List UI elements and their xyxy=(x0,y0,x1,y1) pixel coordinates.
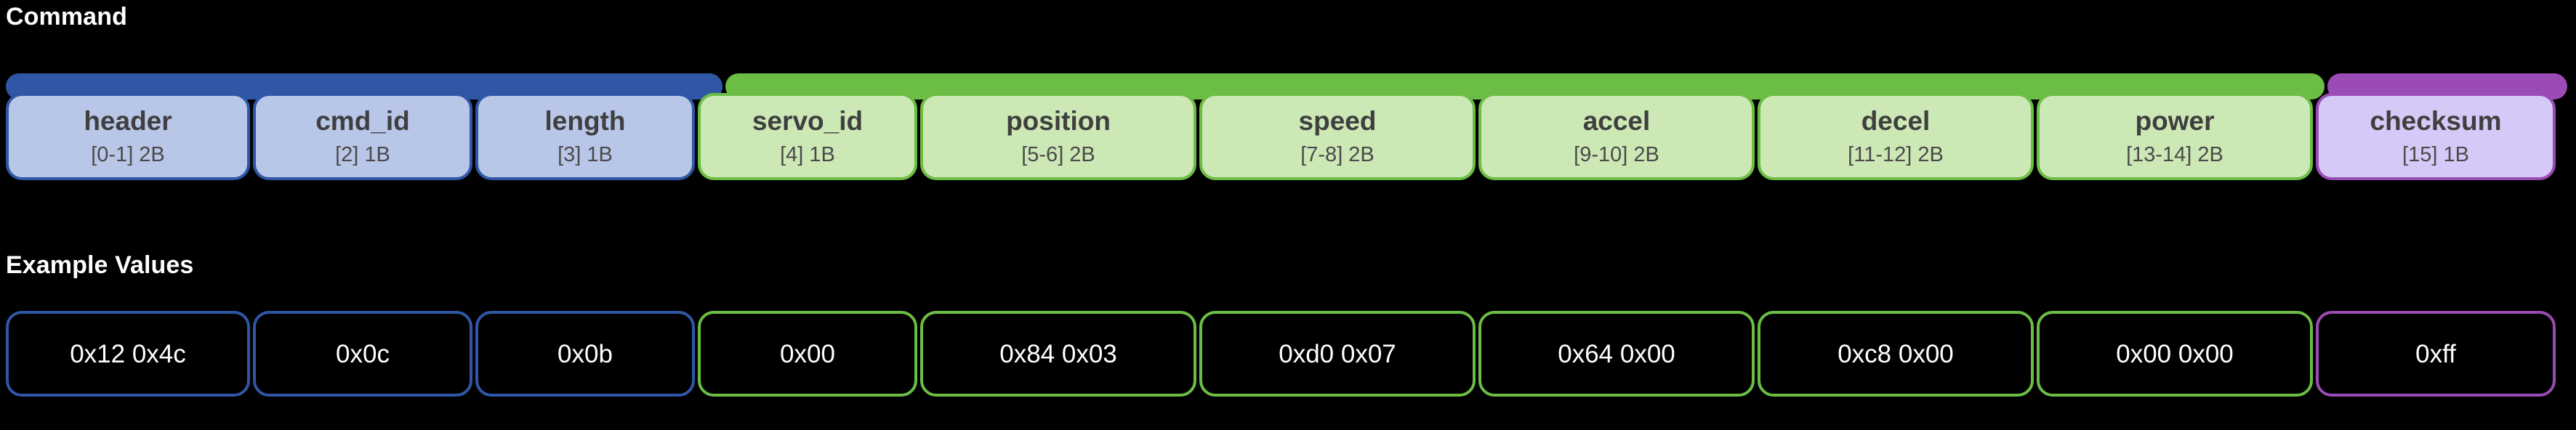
field-byte-range-label: [9-10] 2B xyxy=(1574,142,1659,166)
example-value-row: 0x12 0x4c 0x0c 0x0b 0x00 0x84 0x03 0xd0 0x07 0… xyxy=(6,311,2570,397)
field-byte-range-label: [13-14] 2B xyxy=(2126,142,2223,166)
field-name-label: cmd_id xyxy=(315,106,410,137)
value-text: 0xc8 0x00 xyxy=(1838,339,1954,368)
value-text: 0x00 0x00 xyxy=(2116,339,2234,368)
value-box-decel: 0xc8 0x00 xyxy=(1758,311,2034,397)
field-box-header: header [0-1] 2B xyxy=(6,93,250,180)
command-section-title: Command xyxy=(6,3,127,31)
field-byte-range-label: [4] 1B xyxy=(780,142,835,166)
field-box-cmd_id: cmd_id [2] 1B xyxy=(253,93,472,180)
value-box-servo_id: 0x00 xyxy=(698,311,917,397)
field-byte-range-label: [5-6] 2B xyxy=(1021,142,1095,166)
field-box-checksum: checksum [15] 1B xyxy=(2316,93,2556,180)
field-name-label: servo_id xyxy=(752,106,864,137)
value-text: 0xd0 0x07 xyxy=(1279,339,1396,368)
field-byte-range-label: [11-12] 2B xyxy=(1848,142,1944,166)
field-byte-range-label: [0-1] 2B xyxy=(91,142,165,166)
field-byte-range-label: [7-8] 2B xyxy=(1300,142,1374,166)
field-name-label: checksum xyxy=(2370,106,2502,137)
value-box-accel: 0x64 0x00 xyxy=(1478,311,1755,397)
field-name-label: power xyxy=(2135,106,2215,137)
value-box-header: 0x12 0x4c xyxy=(6,311,250,397)
field-name-label: position xyxy=(1006,106,1111,137)
field-name-label: speed xyxy=(1298,106,1377,137)
field-name-label: accel xyxy=(1582,106,1651,137)
value-text: 0x00 xyxy=(780,339,835,368)
field-byte-range-label: [2] 1B xyxy=(335,142,390,166)
value-box-speed: 0xd0 0x07 xyxy=(1199,311,1476,397)
example-values-section-title: Example Values xyxy=(6,251,194,279)
value-text: 0x0c xyxy=(336,339,390,368)
field-box-accel: accel [9-10] 2B xyxy=(1478,93,1755,180)
field-box-row: header [0-1] 2B cmd_id [2] 1B length [3] 1B se… xyxy=(6,93,2570,180)
field-box-servo_id: servo_id [4] 1B xyxy=(698,93,917,180)
value-text: 0x0b xyxy=(558,339,613,368)
value-text: 0x64 0x00 xyxy=(1558,339,1675,368)
field-name-label: length xyxy=(544,106,626,137)
value-box-cmd_id: 0x0c xyxy=(253,311,472,397)
field-box-length: length [3] 1B xyxy=(475,93,695,180)
field-byte-range-label: [3] 1B xyxy=(558,142,613,166)
field-byte-range-label: [15] 1B xyxy=(2402,142,2469,166)
field-box-speed: speed [7-8] 2B xyxy=(1199,93,1476,180)
value-text: 0x12 0x4c xyxy=(70,339,186,368)
value-box-checksum: 0xff xyxy=(2316,311,2556,397)
value-box-length: 0x0b xyxy=(475,311,695,397)
value-box-position: 0x84 0x03 xyxy=(920,311,1196,397)
field-box-decel: decel [11-12] 2B xyxy=(1758,93,2034,180)
value-box-power: 0x00 0x00 xyxy=(2037,311,2313,397)
field-box-power: power [13-14] 2B xyxy=(2037,93,2313,180)
field-name-label: header xyxy=(84,106,172,137)
value-text: 0x84 0x03 xyxy=(999,339,1117,368)
value-text: 0xff xyxy=(2415,339,2456,368)
field-box-position: position [5-6] 2B xyxy=(920,93,1196,180)
field-name-label: decel xyxy=(1861,106,1931,137)
